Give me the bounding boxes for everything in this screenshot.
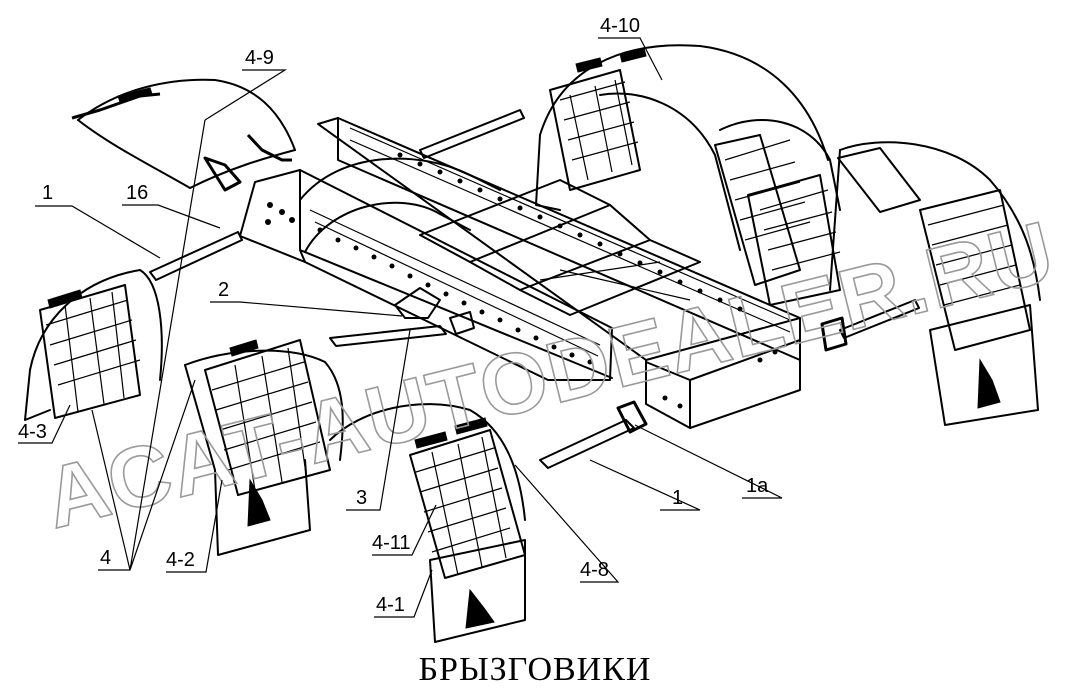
rivet-holes <box>265 152 778 409</box>
callout-4: 4 <box>100 547 111 569</box>
mudguard-4-9 <box>71 78 296 192</box>
callout-1-left: 1 <box>42 182 53 204</box>
callout-1a: 1a <box>746 475 769 497</box>
axle-shafts <box>149 109 920 469</box>
callout-1-right: 1 <box>672 487 683 509</box>
callout-labels: 4-9 4-10 1 16 2 4-3 3 4 4-2 4-11 4-1 4-8… <box>18 15 769 616</box>
mudguard-4-10 <box>535 44 841 306</box>
flap-bracket-4-10 <box>549 47 647 191</box>
mudguard-4-3 <box>24 269 163 421</box>
callout-4-11: 4-11 <box>372 532 411 554</box>
callout-3: 3 <box>356 487 367 509</box>
mudguard-4-1 <box>329 403 526 643</box>
callout-2: 2 <box>218 279 229 301</box>
callout-16: 16 <box>126 182 148 204</box>
callout-4-9: 4-9 <box>245 47 274 69</box>
callout-4-10: 4-10 <box>600 15 640 37</box>
mudguard-4-2 <box>184 339 344 556</box>
chassis-frame <box>239 117 801 429</box>
callout-4-1: 4-1 <box>376 594 405 616</box>
diagram-title: БРЫЗГОВИКИ <box>419 651 652 688</box>
leader-lines <box>18 37 783 618</box>
callout-4-3: 4-3 <box>18 421 47 443</box>
mudguard-right-rear <box>829 141 1041 426</box>
callout-4-8: 4-8 <box>580 559 609 581</box>
callout-4-2: 4-2 <box>166 549 195 571</box>
